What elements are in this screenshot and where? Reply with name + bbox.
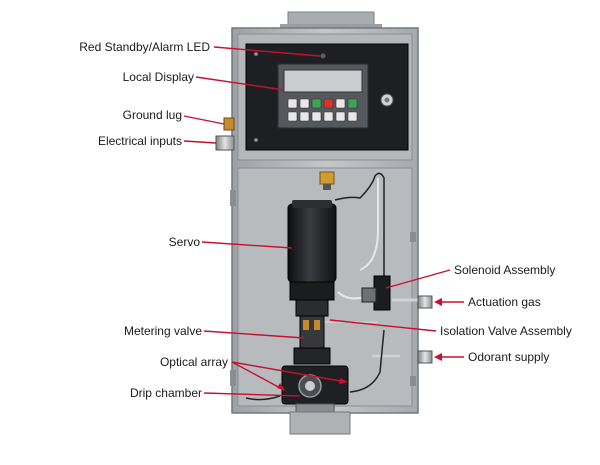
keypad-key xyxy=(299,111,310,122)
label-electrical: Electrical inputs xyxy=(97,134,182,148)
leader-servo xyxy=(201,241,293,249)
leader-isolation xyxy=(329,319,437,332)
keypad-key xyxy=(311,111,322,122)
label-actuation: Actuation gas xyxy=(468,295,541,309)
label-solenoid: Solenoid Assembly xyxy=(454,263,556,277)
keypad-key xyxy=(287,111,298,122)
actuation-fitting xyxy=(417,295,433,309)
leader-ground xyxy=(183,115,225,125)
label-led: Red Standby/Alarm LED xyxy=(79,40,210,54)
label-ground: Ground lug xyxy=(122,108,182,122)
label-odorant: Odorant supply xyxy=(468,350,550,364)
leader-lines xyxy=(183,46,464,397)
leader-led xyxy=(213,46,321,57)
arrow-odorant xyxy=(434,353,442,361)
cabinet-top-cap xyxy=(287,11,375,27)
leader-display xyxy=(195,76,285,91)
label-optical: Optical array xyxy=(159,355,228,369)
leader-drip xyxy=(203,392,301,397)
keypad-key xyxy=(347,98,358,109)
odorant-fitting xyxy=(417,350,433,364)
servo-motor xyxy=(287,203,337,283)
keypad-key xyxy=(323,111,334,122)
keypad-key xyxy=(335,111,346,122)
arrow-actuation xyxy=(434,298,442,306)
keypad-key xyxy=(287,98,298,109)
arrow-optical-2 xyxy=(339,378,348,384)
led-indicator xyxy=(319,52,327,60)
ground-lug xyxy=(223,117,235,131)
keypad-key xyxy=(323,98,334,109)
keypad xyxy=(287,98,358,122)
label-metering: Metering valve xyxy=(123,324,202,338)
leader-solenoid xyxy=(385,269,451,289)
arrow-optical-1 xyxy=(277,383,286,391)
label-drip: Drip chamber xyxy=(129,386,202,400)
keypad-key xyxy=(335,98,346,109)
leader-optical-2 xyxy=(231,361,347,383)
lcd-screen xyxy=(283,69,363,93)
label-isolation: Isolation Valve Assembly xyxy=(440,324,572,338)
keypad-key xyxy=(347,111,358,122)
display-panel xyxy=(245,43,409,151)
label-servo: Servo xyxy=(168,235,200,249)
electrical-input xyxy=(215,135,235,151)
leader-metering xyxy=(203,330,305,339)
leader-optical-1 xyxy=(231,361,285,391)
label-display: Local Display xyxy=(122,70,194,84)
leader-electrical xyxy=(183,140,217,144)
keypad-key xyxy=(311,98,322,109)
arrowheads xyxy=(277,298,442,391)
keypad-key xyxy=(299,98,310,109)
